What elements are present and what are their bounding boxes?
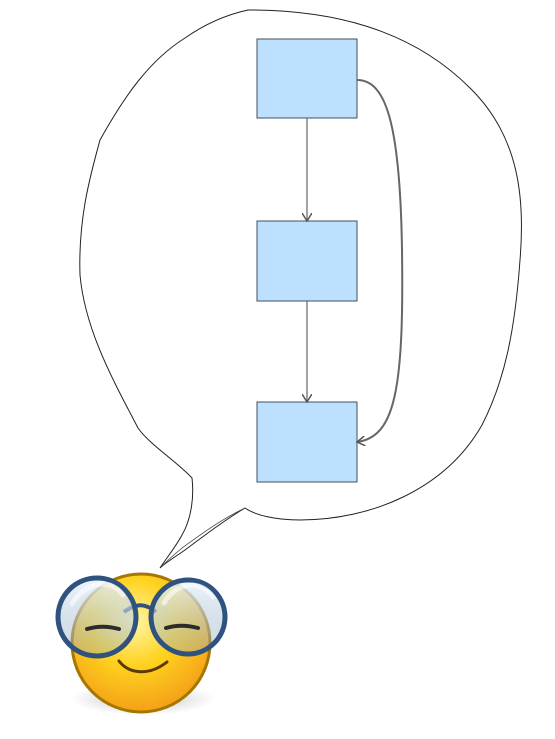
arrow-top-to-bottom-curve — [357, 79, 404, 442]
smiley-with-glasses-icon — [55, 572, 228, 714]
flow-box-middle — [256, 220, 358, 302]
thought-bubble-outline — [79, 9, 522, 569]
flow-box-bottom — [256, 401, 358, 483]
flow-box-top — [256, 38, 358, 119]
